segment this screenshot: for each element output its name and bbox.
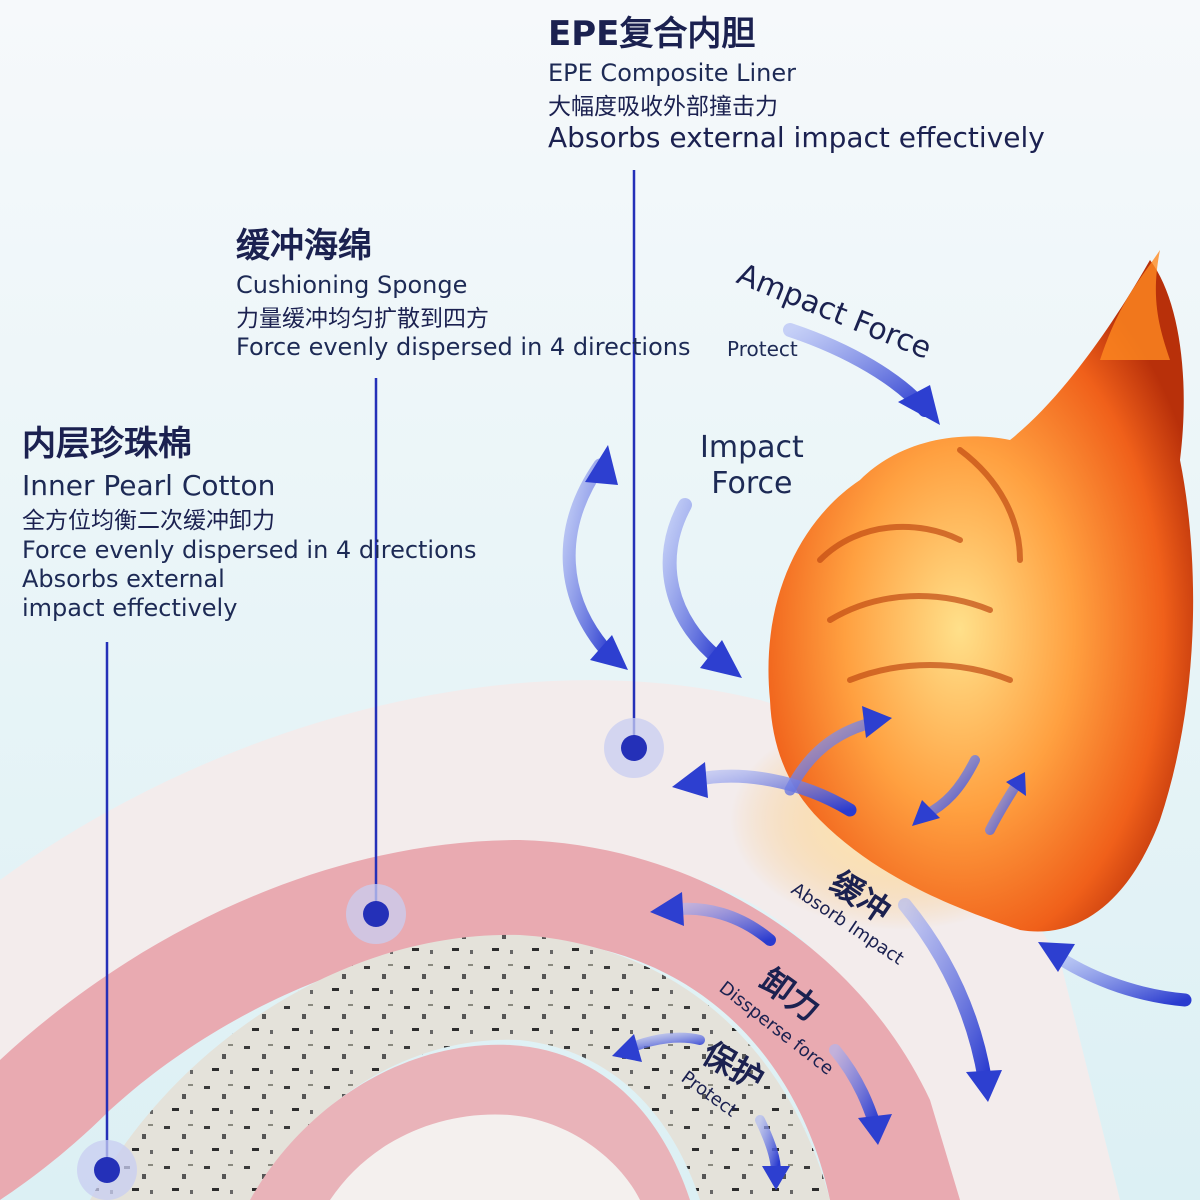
force-arrow-icon (783, 323, 940, 425)
impact-force-line-1: Impact (700, 430, 804, 465)
inner-core (330, 1114, 640, 1200)
leader-lines (105, 170, 636, 1168)
force-arrow-icon (912, 755, 980, 826)
epe-title-en: EPE Composite Liner (548, 58, 797, 87)
pearl-desc-en: Force evenly dispersed in 4 directions (22, 535, 477, 564)
layer-markers (77, 718, 664, 1200)
sponge-desc-cn: 力量缓冲均匀扩散到四方 (236, 305, 489, 332)
force-arrow-icon (662, 498, 742, 678)
force-arrow-icon (1038, 942, 1192, 1007)
force-arrow-icon (829, 1044, 892, 1145)
sponge-desc-en: Force evenly dispersed in 4 directions (236, 333, 691, 362)
sponge-title-cn: 缓冲海绵 (236, 226, 372, 266)
sponge-label: 缓冲海绵 Cushioning Sponge 力量缓冲均匀扩散到四方 Force… (236, 226, 691, 362)
epe-title-cn: EPE复合内胆 (548, 14, 756, 54)
pearl-desc-cn: 全方位均衡二次缓冲卸力 (22, 508, 275, 535)
protect-top-label: Protect (727, 337, 798, 361)
impact-force-label: Impact Force (700, 430, 804, 502)
pearl-desc-en-2: Absorbs external (22, 564, 225, 593)
pearl-cotton-layer (0, 840, 960, 1200)
sponge-layer (90, 934, 830, 1200)
force-arrow-icon (612, 1032, 705, 1062)
epe-desc-cn: 大幅度吸收外部撞击力 (548, 93, 778, 120)
sponge-title-en: Cushioning Sponge (236, 270, 468, 299)
flaming-fist-icon (730, 250, 1194, 932)
force-arrow-icon (985, 772, 1026, 835)
layer-marker-icon (346, 884, 406, 944)
force-arrow-icon (898, 898, 1002, 1102)
pearl-desc-en-3: impact effectively (22, 593, 238, 622)
force-arrow-icon (755, 1115, 790, 1190)
force-arrow-icon (784, 706, 892, 796)
layer-marker-icon (77, 1140, 137, 1200)
pearl-cotton-label: 内层珍珠棉 Inner Pearl Cotton 全方位均衡二次缓冲卸力 For… (22, 424, 477, 622)
force-arrows (562, 323, 1192, 1190)
epe-desc-en: Absorbs external impact effectively (548, 121, 1045, 155)
epe-liner-label: EPE复合内胆 EPE Composite Liner 大幅度吸收外部撞击力 A… (548, 14, 1045, 155)
impact-force-line-2: Force (711, 466, 793, 501)
pearl-title-en: Inner Pearl Cotton (22, 468, 276, 502)
force-arrow-icon (672, 762, 857, 817)
pearl-title-cn: 内层珍珠棉 (22, 424, 192, 464)
force-arrow-icon (650, 892, 776, 946)
layer-marker-icon (604, 718, 664, 778)
force-arrow-icon (562, 445, 628, 670)
